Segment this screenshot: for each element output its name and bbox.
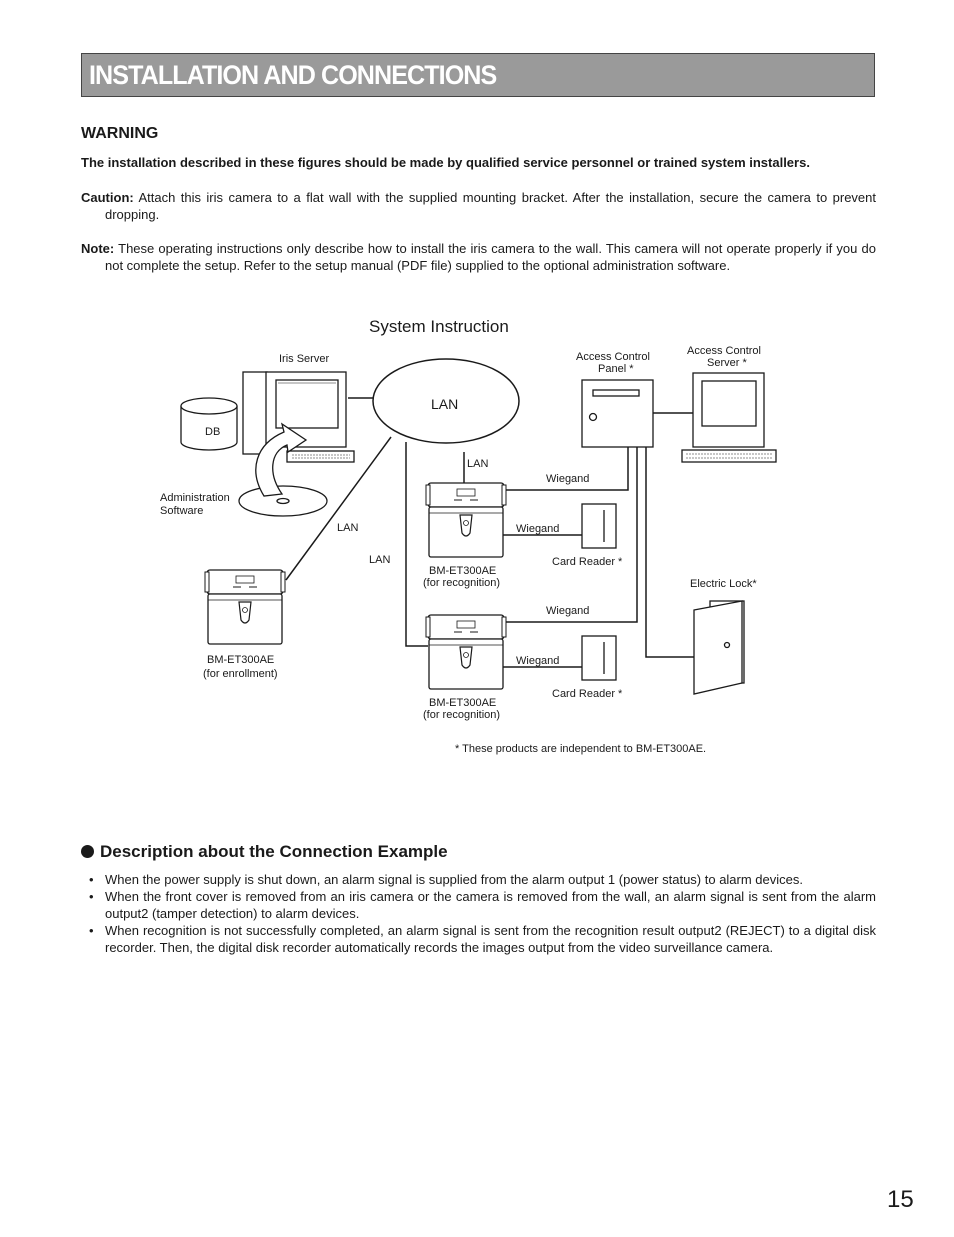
recognition-camera-2-icon xyxy=(425,614,507,690)
admin-software-disc-icon xyxy=(238,422,328,517)
electric-lock-label: Electric Lock* xyxy=(690,578,757,590)
card-reader-1-label: Card Reader * xyxy=(552,556,623,568)
wiegand-label-2: Wiegand xyxy=(516,523,559,535)
description-list: When the power supply is shut down, an a… xyxy=(81,871,876,956)
iris-server-computer-icon xyxy=(242,371,355,463)
recognition-camera-1-label-2: (for recognition) xyxy=(423,577,500,589)
admin-software-label-1: Administration xyxy=(160,492,230,504)
admin-software-label-2: Software xyxy=(160,505,203,517)
bullet-circle-icon xyxy=(81,845,94,858)
recognition-camera-1-icon xyxy=(425,482,507,558)
db-icon xyxy=(180,397,238,451)
lan-cloud-icon xyxy=(372,358,520,444)
access-control-panel-label-1: Access Control xyxy=(576,351,650,363)
warning-text: The installation described in these figu… xyxy=(81,155,810,170)
wiegand-label-3: Wiegand xyxy=(546,605,589,617)
caution-label: Caution: xyxy=(81,190,134,205)
caution-paragraph: Caution: Attach this iris camera to a fl… xyxy=(81,189,876,223)
description-item: When recognition is not successfully com… xyxy=(81,922,876,956)
lan-cloud-label: LAN xyxy=(431,396,458,412)
access-control-server-label-2: Server * xyxy=(707,357,747,369)
access-control-server-icon xyxy=(681,372,777,463)
lan-label-enrollment: LAN xyxy=(337,522,358,534)
caution-text: Attach this iris camera to a flat wall w… xyxy=(105,190,876,222)
access-control-server-label-1: Access Control xyxy=(687,345,761,357)
diagram-footnote: * These products are independent to BM-E… xyxy=(455,743,706,755)
db-label: DB xyxy=(205,426,220,438)
enrollment-camera-label-1: BM-ET300AE xyxy=(207,654,274,666)
card-reader-2-icon xyxy=(581,635,617,681)
iris-server-label: Iris Server xyxy=(279,353,329,365)
warning-heading: WARNING xyxy=(81,125,159,142)
card-reader-2-label: Card Reader * xyxy=(552,688,623,700)
access-control-panel-label-2: Panel * xyxy=(598,363,634,375)
note-label: Note: xyxy=(81,241,115,256)
enrollment-camera-label-2: (for enrollment) xyxy=(203,668,278,680)
lan-label-recognition: LAN xyxy=(467,458,488,470)
note-text: These operating instructions only descri… xyxy=(105,241,876,273)
recognition-camera-1-label-1: BM-ET300AE xyxy=(429,565,496,577)
recognition-camera-2-label-1: BM-ET300AE xyxy=(429,697,496,709)
wiegand-label-1: Wiegand xyxy=(546,473,589,485)
card-reader-1-icon xyxy=(581,503,617,549)
page-title: INSTALLATION AND CONNECTIONS xyxy=(89,60,497,90)
lan-label-bus: LAN xyxy=(369,554,390,566)
diagram-title: System Instruction xyxy=(369,317,509,336)
note-paragraph: Note: These operating instructions only … xyxy=(81,240,876,274)
description-item: When the power supply is shut down, an a… xyxy=(81,871,876,888)
enrollment-camera-icon xyxy=(204,569,286,645)
wiegand-label-4: Wiegand xyxy=(516,655,559,667)
connection-lines xyxy=(285,397,694,668)
section-title-bar: INSTALLATION AND CONNECTIONS xyxy=(81,53,875,97)
description-item: When the front cover is removed from an … xyxy=(81,888,876,922)
access-control-panel-icon xyxy=(581,379,654,448)
description-heading: Description about the Connection Example xyxy=(81,842,448,862)
recognition-camera-2-label-2: (for recognition) xyxy=(423,709,500,721)
electric-lock-door-icon xyxy=(693,600,745,695)
page-number: 15 xyxy=(887,1186,914,1213)
description-heading-text: Description about the Connection Example xyxy=(100,842,448,861)
